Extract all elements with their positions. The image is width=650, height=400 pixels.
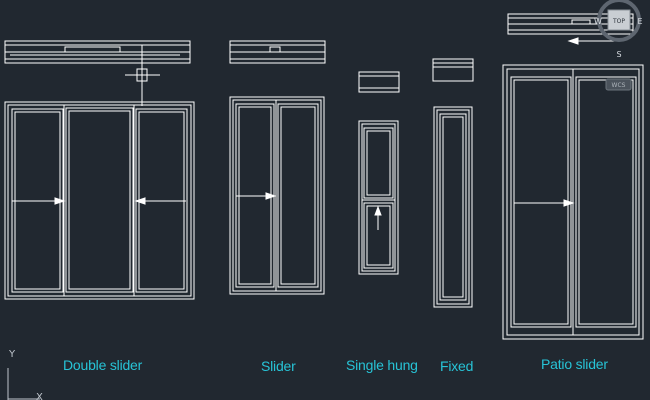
slider-plan[interactable] — [229, 40, 326, 64]
ucs-x-label: X — [36, 392, 43, 400]
label-slider: Slider — [261, 358, 296, 374]
svg-text:WCS: WCS — [612, 82, 626, 89]
svg-text:W: W — [594, 17, 602, 26]
label-double-slider: Double slider — [63, 357, 143, 373]
wcs-menu-button — [605, 78, 632, 91]
svg-text:E: E — [637, 17, 642, 26]
double-slider-plan[interactable] — [4, 40, 191, 106]
patio-slider-elevation[interactable] — [502, 64, 644, 340]
slider-elevation[interactable] — [229, 96, 325, 295]
label-patio-slider: Patio slider — [541, 356, 608, 372]
label-fixed: Fixed — [440, 358, 474, 374]
double-slider-elevation[interactable] — [4, 101, 195, 300]
ucs-icon — [7, 368, 40, 400]
label-single-hung: Single hung — [346, 357, 418, 373]
viewcube-compass[interactable]: TOP W E S WCS — [594, 0, 643, 91]
fixed-plan[interactable] — [432, 58, 474, 82]
ucs-y-label: Y — [9, 349, 16, 360]
single-hung-plan[interactable] — [358, 71, 400, 93]
svg-text:S: S — [616, 50, 621, 59]
svg-text:TOP: TOP — [612, 18, 625, 25]
single-hung-elevation[interactable] — [358, 120, 399, 275]
viewcube-top-face — [607, 9, 631, 31]
fixed-elevation[interactable] — [433, 106, 473, 308]
